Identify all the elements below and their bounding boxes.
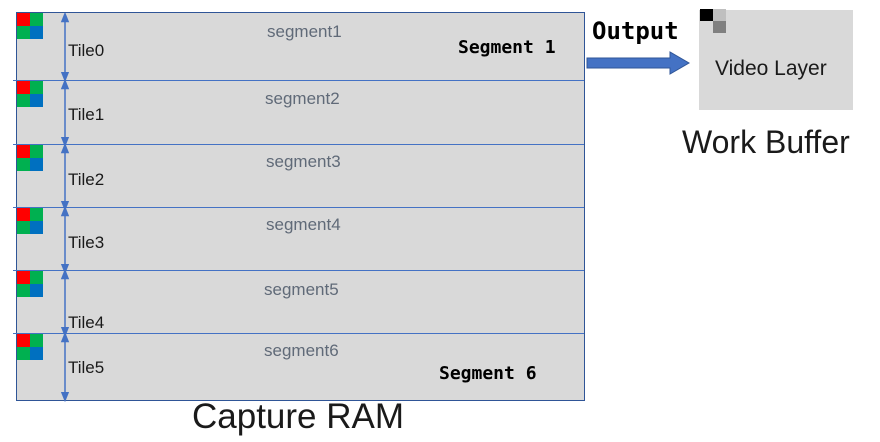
tile-row: segment2 Tile1 [13,81,584,145]
segment-big-label: Segment 6 [439,363,537,384]
segment-label: segment2 [265,89,340,108]
tile-separator [13,333,584,334]
tile-row: segment5 Tile4 [13,271,584,334]
rgb-pixel-icon [17,145,43,171]
rgb-pixel-icon [17,208,43,234]
capture-ram-region: segment1 Tile0 Segment 1 segment2 Tile1 … [13,12,585,402]
tile-label: Tile1 [68,105,105,124]
tile-label: Tile5 [68,358,105,377]
video-layer-label: Video Layer [715,57,827,80]
segment-label: segment1 [267,22,342,41]
tile-label: Tile2 [68,170,105,189]
tile-label: Tile0 [68,41,105,60]
capture-ram-caption: Capture RAM [192,397,405,436]
segment-label: segment4 [266,215,341,234]
tile-row: segment6 Tile5 Segment 6 [17,334,584,400]
tile-row: segment1 Tile0 Segment 1 [13,13,584,81]
tile-height-arrows [60,13,70,402]
rgb-pixel-icon [17,13,43,39]
segment-label: segment5 [264,280,339,299]
tile-separator [13,144,584,145]
output-arrow-icon [586,51,690,75]
tile-separator [13,80,584,81]
tile-label: Tile3 [68,233,105,252]
output-label: Output [592,17,679,45]
segment-big-label: Segment 1 [458,37,556,58]
rgb-pixel-icon [17,81,43,107]
rgb-pixel-icon [17,334,43,360]
segment-label: segment6 [264,341,339,360]
tile-label: Tile4 [68,313,105,332]
work-buffer-caption: Work Buffer [682,124,850,160]
segment-label: segment3 [266,152,341,171]
tile-row: segment3 Tile2 [13,145,584,208]
tile-separator [13,207,584,208]
tile-separator [13,270,584,271]
rgb-pixel-icon [17,271,43,297]
tile-row: segment4 Tile3 [13,208,584,271]
